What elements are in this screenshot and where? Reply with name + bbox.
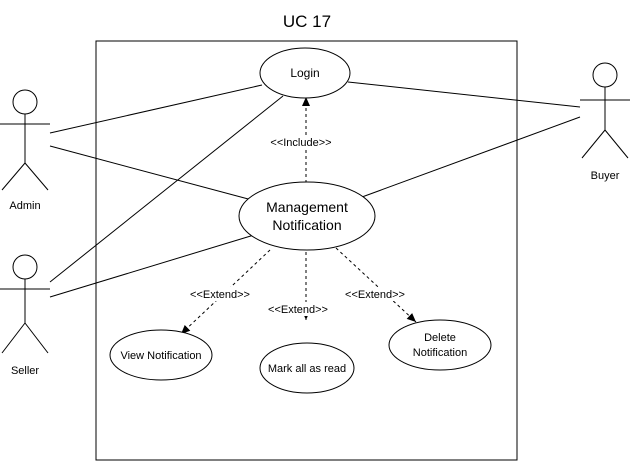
actor-admin-left-leg: [1, 162, 26, 191]
include-label: <<Include>>: [270, 137, 331, 149]
association-buyer-login: [347, 81, 581, 108]
association-seller-management: [49, 234, 255, 298]
extend-label-mark: <<Extend>>: [268, 304, 328, 316]
use-case-delete-label-line1: Delete: [424, 332, 456, 344]
use-case-mark-shape[interactable]: [259, 342, 355, 394]
use-case-mark-label: Mark all as read: [268, 363, 346, 375]
extend-arrow-delete: [335, 247, 417, 323]
associations: [49, 81, 581, 298]
actor-seller-left-leg: [1, 322, 26, 354]
actor-seller-label: Seller: [11, 365, 39, 377]
use-case-view-notification[interactable]: View Notification: [109, 329, 213, 381]
association-admin-login: [49, 84, 263, 134]
actor-seller-head: [12, 254, 38, 280]
association-buyer-management: [361, 116, 581, 198]
actor-seller[interactable]: [0, 254, 50, 354]
use-case-management-notification[interactable]: Management Notification: [238, 181, 376, 251]
actor-buyer-left-leg: [581, 129, 606, 159]
use-case-view-label: View Notification: [120, 350, 201, 362]
use-case-login-label: Login: [290, 66, 319, 80]
use-case-login-shape[interactable]: [259, 47, 351, 99]
actor-buyer-label: Buyer: [591, 170, 620, 182]
actor-buyer-right-leg: [604, 129, 629, 159]
use-case-view-shape[interactable]: [109, 329, 213, 381]
diagram-title: UC 17: [283, 12, 331, 31]
actor-admin[interactable]: [0, 89, 50, 191]
use-case-login[interactable]: Login: [259, 47, 351, 99]
use-case-management-label-line1: Management: [266, 199, 348, 215]
extend-label-delete-bg: [341, 287, 409, 301]
actor-seller-right-leg: [24, 322, 49, 354]
actor-buyer-head: [592, 62, 618, 88]
include-label-bg: [266, 135, 336, 149]
actor-admin-head: [12, 89, 38, 115]
association-seller-login: [49, 95, 284, 283]
use-case-delete-shape[interactable]: [388, 319, 492, 371]
use-case-delete-notification[interactable]: Delete Notification: [388, 319, 492, 371]
actor-admin-label: Admin: [9, 200, 40, 212]
association-admin-management: [49, 145, 253, 201]
use-case-mark-all-read[interactable]: Mark all as read: [259, 342, 355, 394]
use-case-delete-label-line2: Notification: [413, 347, 467, 359]
actor-admin-right-leg: [24, 162, 49, 191]
use-case-management-shape[interactable]: [238, 181, 376, 251]
extend-label-view-bg: [186, 287, 254, 301]
extend-label-view: <<Extend>>: [190, 289, 250, 301]
system-boundary: [95, 40, 518, 461]
actor-buyer[interactable]: [580, 62, 630, 159]
use-case-management-label-line2: Notification: [272, 217, 341, 233]
extend-label-mark-bg: [264, 302, 332, 316]
extend-label-delete: <<Extend>>: [345, 289, 405, 301]
